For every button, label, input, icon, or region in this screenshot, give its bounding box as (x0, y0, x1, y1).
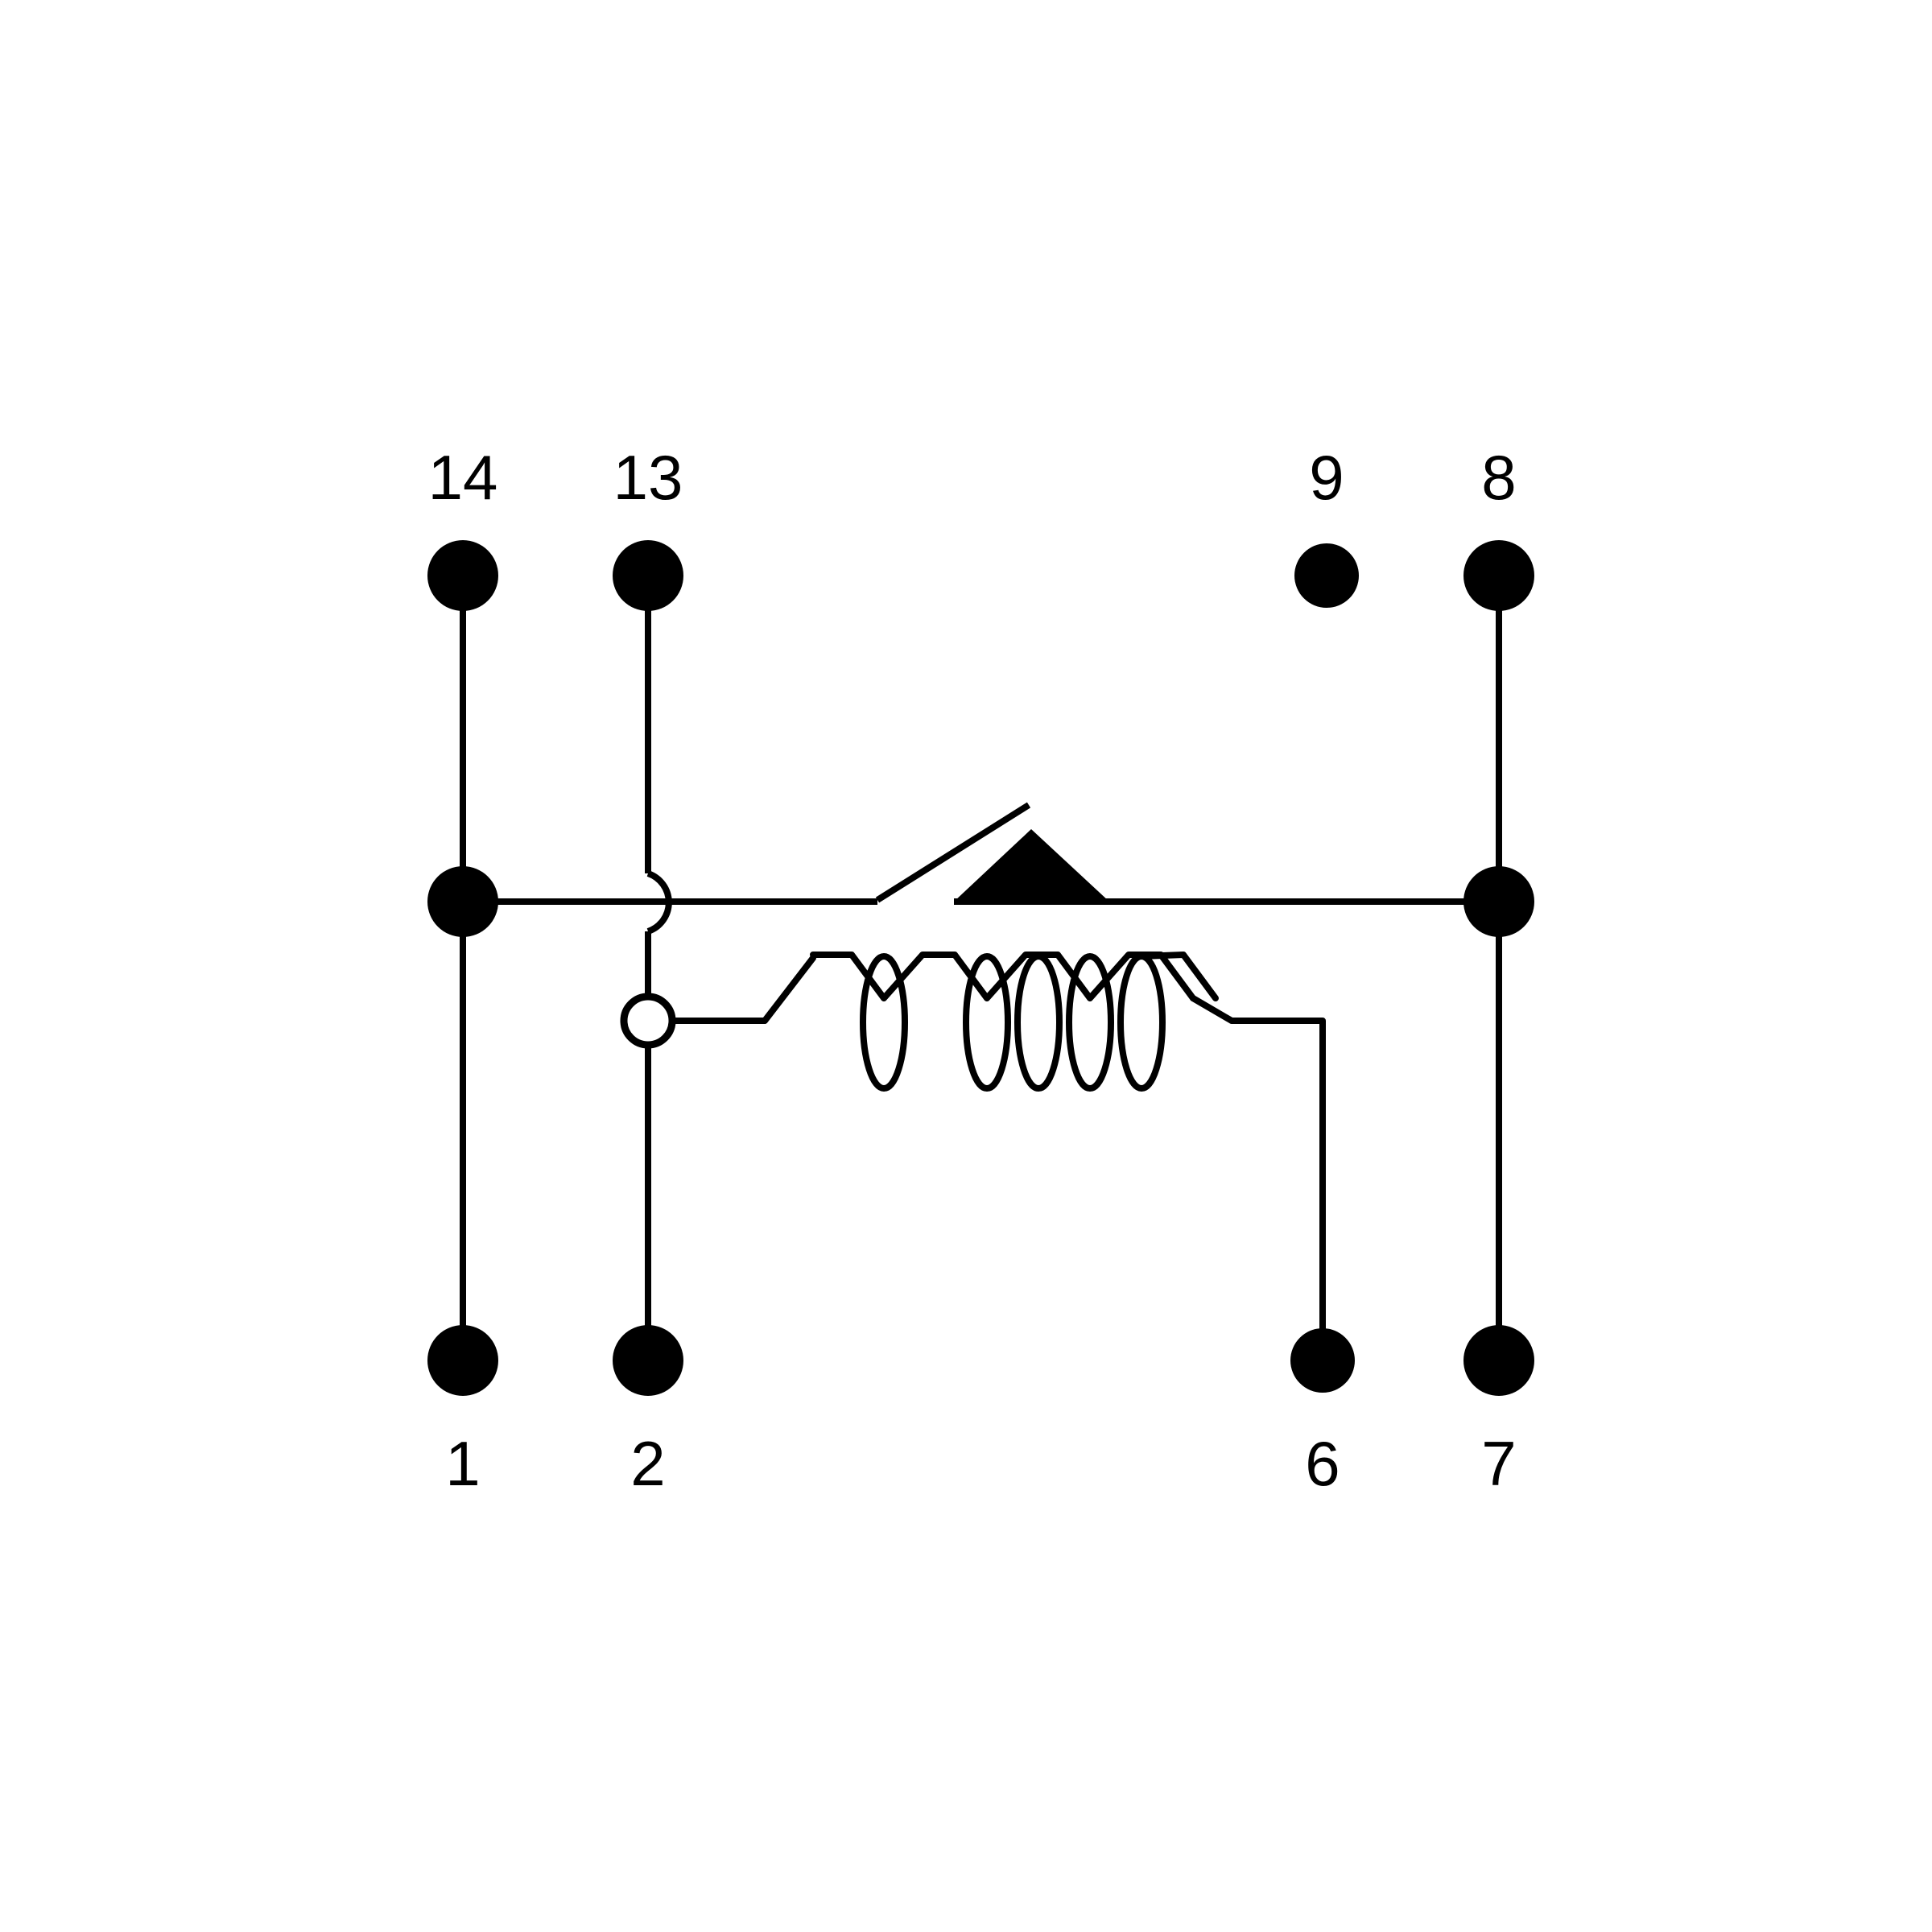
pin-label-9: 9 (1309, 442, 1344, 513)
terminal-dot-pin-1[interactable] (427, 1325, 498, 1396)
coil-lead-left (671, 955, 816, 1024)
coil-turn-2 (963, 953, 1011, 1092)
coil-turn-4 (1014, 953, 1063, 1092)
terminal-dot-pin-14[interactable] (427, 540, 498, 611)
terminal-dot-pin-13[interactable] (613, 540, 683, 611)
coil-top-final (1138, 952, 1219, 1001)
terminal-dot-pin-2[interactable] (613, 1325, 683, 1396)
pin-label-7: 7 (1481, 1428, 1516, 1499)
coil-open-node (620, 993, 676, 1049)
coil-turn-5 (1117, 953, 1166, 1092)
terminal-dot-pin-9[interactable] (1294, 543, 1359, 608)
coil-top-connectors (810, 952, 1196, 1001)
pin-label-14: 14 (428, 442, 498, 513)
coil-turn-3 (1066, 953, 1114, 1092)
terminal-dot-pin-8[interactable] (1463, 540, 1534, 611)
fixed-contact-triangle (954, 829, 1109, 902)
junction-dot-left (427, 866, 498, 937)
pin-label-13: 13 (613, 442, 683, 513)
pin-label-6: 6 (1305, 1428, 1340, 1499)
pin-label-2: 2 (630, 1428, 665, 1499)
terminal-dot-pin-6[interactable] (1290, 1328, 1355, 1393)
terminal-dot-pin-7[interactable] (1463, 1325, 1534, 1396)
coil-turn-1 (860, 953, 908, 1092)
pin-label-8: 8 (1481, 442, 1516, 513)
coil-lead-right (1190, 995, 1326, 1364)
junction-dot-right (1463, 866, 1534, 937)
switch-blade (875, 802, 1031, 903)
pin-label-1: 1 (445, 1428, 480, 1499)
